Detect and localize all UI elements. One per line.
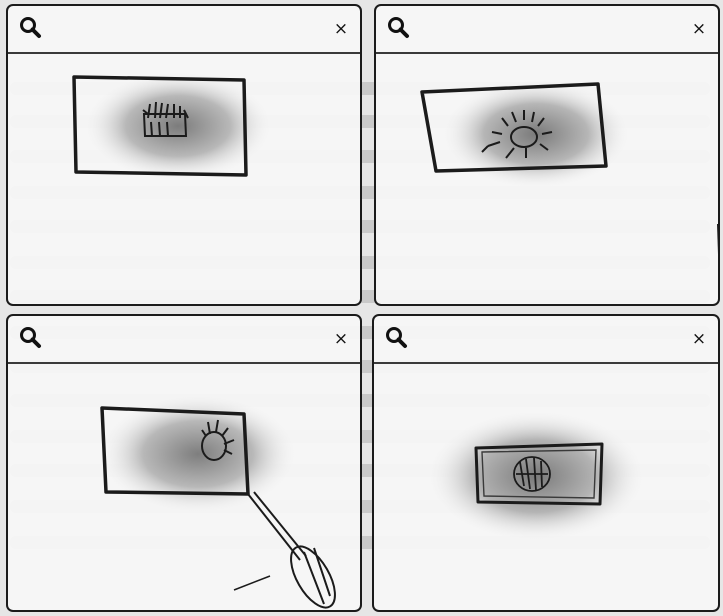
search-icon[interactable] [18,325,44,351]
search-icon[interactable] [18,15,44,41]
panel-header: × [8,316,360,364]
close-icon[interactable]: × [688,328,710,350]
panel-top-right: × [374,4,720,306]
close-icon[interactable]: × [330,18,352,40]
close-icon[interactable]: × [330,328,352,350]
panel-header: × [376,6,718,54]
panel-header: × [8,6,360,54]
panel-header: × [374,316,718,364]
panel-body [374,364,718,610]
panel-body [8,364,360,610]
panel-body [8,54,360,304]
panel-bottom-left: × [6,314,362,612]
panel-body [376,54,718,304]
magnifier-handle-sketch [248,492,344,612]
panel-bottom-right: × [372,314,720,612]
search-icon[interactable] [386,15,412,41]
edge-mark [718,224,720,284]
close-icon[interactable]: × [688,18,710,40]
stroke-mark [234,576,270,590]
panel-top-left: × [6,4,362,306]
search-icon[interactable] [384,325,410,351]
